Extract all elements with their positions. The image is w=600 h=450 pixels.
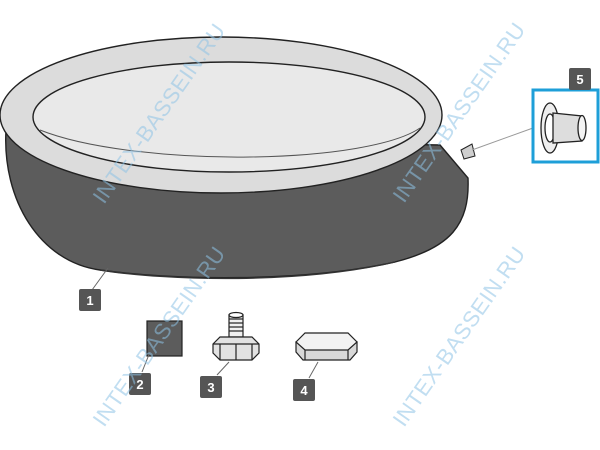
drain-connector-icon (212, 311, 260, 361)
leader-line-4 (308, 361, 319, 379)
pool-inner-floor (39, 127, 421, 158)
leader-line-2 (141, 351, 151, 373)
callout-4-label: 4 (300, 383, 308, 398)
callout-2-label: 2 (136, 377, 143, 392)
drain-cap-icon (295, 332, 358, 361)
callout-5: 5 (569, 68, 591, 90)
watermark-4: INTEX-BASSEIN.RU (388, 242, 531, 431)
callout-3-label: 3 (207, 380, 214, 395)
callout-5-label: 5 (576, 72, 583, 87)
callout-1: 1 (79, 289, 101, 311)
leader-line-3 (216, 361, 230, 376)
leader-line-5 (471, 127, 534, 151)
pool-icon (0, 36, 469, 280)
pool-wall-bottom-edge (99, 261, 396, 280)
leader-line-1 (91, 267, 109, 291)
callout-4: 4 (293, 379, 315, 401)
callout-3: 3 (200, 376, 222, 398)
callout-2: 2 (129, 373, 151, 395)
repair-patch-icon (146, 320, 183, 357)
ring-valve-stub (460, 143, 476, 160)
air-valve-icon (540, 102, 587, 154)
callout-1-label: 1 (86, 293, 93, 308)
pool-inner (32, 61, 426, 173)
